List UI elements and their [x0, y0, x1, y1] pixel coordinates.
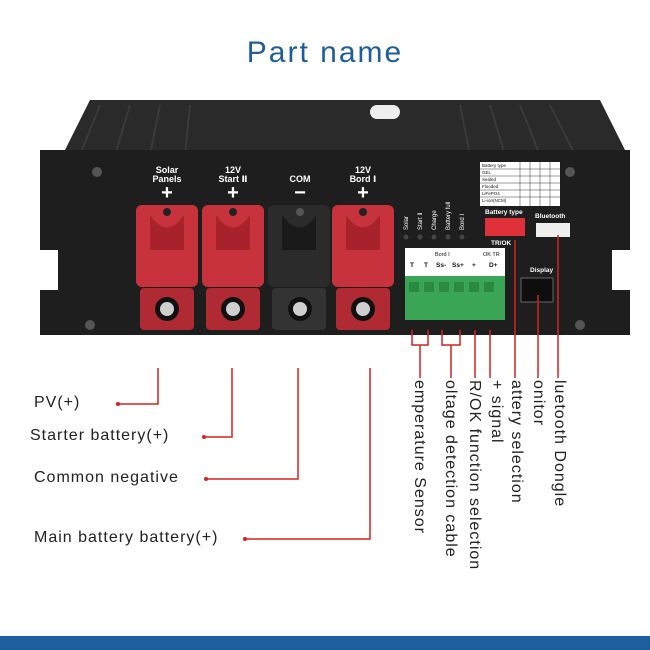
- terminal-label-top: Solar: [156, 165, 179, 175]
- battery-type-label: Battery type: [485, 209, 523, 216]
- signal-connector: Bord Ⅰ OK TR T T Ss- Ss+ + D+: [405, 248, 505, 320]
- page-title: Part name: [246, 36, 404, 69]
- led-label: Solar: [404, 216, 410, 230]
- housing-fins: [79, 104, 576, 156]
- leader-line-pv: [118, 368, 159, 405]
- display-port: [520, 277, 554, 303]
- display-label: Display: [530, 267, 554, 274]
- svg-text:Battery type: Battery type: [482, 163, 507, 168]
- terminal-start: [202, 205, 264, 330]
- leader-line-voltage: [441, 330, 461, 346]
- bluetooth-label: Bluetooth: [535, 213, 565, 220]
- footer-bar: [0, 636, 650, 650]
- connector-ok-tr-label: OK TR: [483, 252, 500, 258]
- terminal-solar: [136, 205, 198, 330]
- screw: [92, 167, 102, 177]
- terminal-bord: [332, 205, 394, 330]
- terminal-label-top: 12V: [355, 165, 371, 175]
- terminal-label-bottom: Panels: [152, 174, 181, 184]
- label-signal: + signal: [488, 380, 505, 444]
- svg-text:Li-ion(NCM): Li-ion(NCM): [482, 198, 507, 203]
- battery-type-table: Battery type GEL Sealed Flooded LiFePO4 …: [480, 162, 560, 206]
- tr-ok-label: TR/OK: [491, 240, 512, 247]
- terminal-sign: −: [294, 182, 306, 204]
- label-main-battery: Main battery battery(+): [34, 529, 219, 546]
- led-label: Start Ⅱ: [418, 213, 424, 230]
- connector-bord-label: Bord Ⅰ: [435, 252, 450, 258]
- leader-line-starter: [204, 368, 233, 438]
- label-pv: PV(+): [34, 394, 81, 411]
- label-battery-selection: attery selection: [508, 380, 525, 504]
- terminal-label-top: 12V: [225, 165, 241, 175]
- svg-text:Flooded: Flooded: [482, 184, 499, 189]
- screw: [565, 167, 575, 177]
- screw: [575, 320, 585, 330]
- label-monitor: onitor: [530, 380, 547, 427]
- svg-text:GEL: GEL: [482, 170, 492, 175]
- controller-device: Solar Panels + 12V Start Ⅱ + COM − 12V B…: [40, 100, 630, 335]
- label-starter-battery: Starter battery(+): [30, 427, 170, 444]
- terminal-sign: +: [357, 182, 369, 204]
- leader-line-common: [206, 368, 299, 480]
- terminal-com: [268, 205, 330, 330]
- screw: [85, 320, 95, 330]
- svg-text:T: T: [424, 262, 428, 269]
- bluetooth-port: [536, 223, 570, 237]
- label-voltage-detection: oltage detection cable: [442, 380, 459, 558]
- mount-tab-left: [40, 250, 58, 290]
- leader-line-temp: [411, 330, 429, 346]
- terminal-sign: +: [227, 182, 239, 204]
- label-common-negative: Common negative: [34, 469, 179, 486]
- led-label: Bord Ⅰ: [460, 214, 466, 230]
- terminal-label-bottom: Start Ⅱ: [219, 174, 248, 184]
- svg-text:T: T: [410, 262, 414, 269]
- label-trok-selection: R/OK function selection: [466, 380, 483, 571]
- led-label: Charge: [432, 210, 438, 230]
- battery-type-dip-switch: [485, 218, 525, 236]
- mount-hole: [370, 105, 400, 119]
- svg-text:Ss-: Ss-: [436, 262, 446, 269]
- svg-text:+: +: [472, 262, 476, 269]
- terminal-sign: +: [161, 182, 173, 204]
- label-temperature-sensor: emperature Sensor: [411, 380, 428, 534]
- housing-top: [60, 100, 630, 160]
- led-label: Battery full: [446, 202, 452, 230]
- terminal-label-bottom: Bord Ⅰ: [350, 174, 377, 184]
- svg-text:Sealed: Sealed: [482, 177, 497, 182]
- status-leds: [403, 234, 465, 240]
- svg-text:D+: D+: [489, 262, 498, 269]
- label-bluetooth-dongle: luetooth Dongle: [551, 380, 568, 508]
- svg-text:LiFePO4: LiFePO4: [482, 191, 500, 196]
- terminal-label-top: COM: [290, 174, 311, 184]
- svg-text:Ss+: Ss+: [452, 262, 464, 269]
- leader-line-main: [245, 368, 371, 540]
- mount-tab-right: [612, 250, 630, 290]
